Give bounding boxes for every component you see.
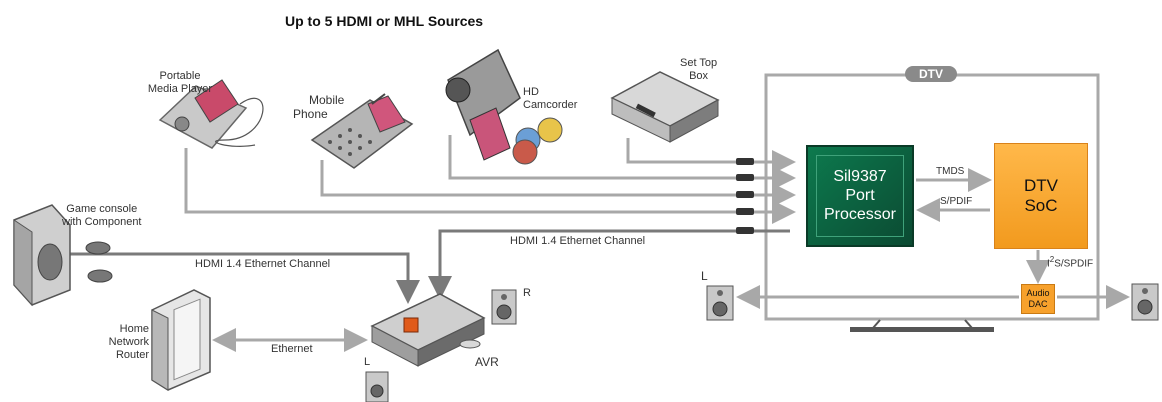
chip-line3: Processor	[823, 206, 897, 223]
dac-line2: DAC	[1028, 299, 1048, 309]
avr-icon	[370, 293, 486, 367]
router-label: Home Network Router	[108, 323, 149, 361]
dtv-stand	[850, 319, 994, 332]
camcorder-icon	[445, 48, 563, 165]
hdmi-eth-left-line	[62, 252, 420, 304]
portable-media-player-icon	[158, 79, 264, 149]
camcorder-line	[448, 135, 796, 190]
speaker-l-dtv-label: L	[701, 269, 708, 283]
diagram-title: Up to 5 HDMI or MHL Sources	[285, 13, 484, 29]
phone-line	[320, 160, 796, 207]
dac-line1: Audio	[1026, 288, 1050, 298]
pmp-label: Portable Media Player	[147, 70, 213, 95]
pmp-line	[184, 148, 796, 224]
chip-line2: Port	[845, 187, 875, 204]
avr-label: AVR	[475, 355, 499, 369]
port-processor-chip: Sil9387 Port Processor	[806, 145, 914, 247]
router-icon	[151, 289, 211, 391]
stb-label: Set Top Box	[680, 57, 718, 82]
audio-dac-block: Audio DAC	[1021, 284, 1055, 314]
mobile-phone-icon	[310, 93, 414, 169]
hdmi-eth-right-line	[428, 229, 790, 300]
game-console-label: Game console with Component	[62, 203, 142, 228]
speaker-l-avr-label: L	[364, 356, 371, 368]
soc-line1: DTV	[1024, 176, 1058, 195]
speaker-right-dtv-icon	[1131, 283, 1159, 321]
dtv-badge: DTV	[905, 66, 957, 82]
phone-label: Mobile Phone	[293, 93, 345, 121]
soc-line2: SoC	[1024, 196, 1058, 215]
dtv-soc-block: DTV SoC	[994, 143, 1088, 249]
speaker-r-label: R	[523, 287, 531, 299]
hdmi-connectors	[736, 158, 754, 234]
hdmi-eth-right-label: HDMI 1.4 Ethernet Channel	[510, 235, 646, 247]
ethernet-label: Ethernet	[271, 343, 313, 355]
i2s-label: I2S/SPDIF	[1047, 255, 1094, 270]
speaker-l-dtv-icon	[706, 285, 734, 321]
game-console-icon	[13, 204, 113, 307]
tmds-label: TMDS	[936, 166, 965, 177]
set-top-box-icon	[610, 71, 720, 143]
speaker-l-avr-icon	[365, 371, 389, 402]
speaker-r-icon	[491, 289, 517, 325]
hdmi-eth-left-label: HDMI 1.4 Ethernet Channel	[195, 258, 331, 270]
camcorder-label: HD Camcorder	[523, 86, 578, 111]
spdif-label: S/PDIF	[940, 196, 973, 207]
chip-line1: Sil9387	[833, 168, 887, 185]
